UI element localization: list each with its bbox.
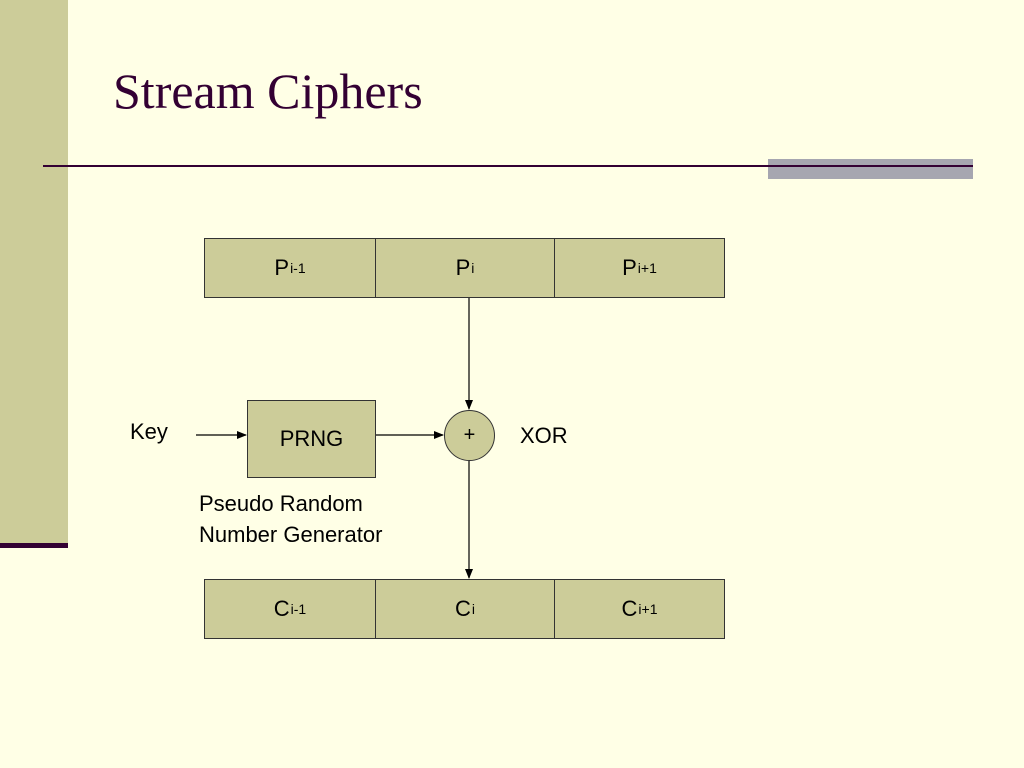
block-subscript: i+1 [638, 601, 658, 617]
block-label: C [273, 596, 290, 621]
title-rule-accent [768, 159, 973, 179]
prng-box: PRNG [247, 400, 376, 478]
block-label: P [622, 255, 637, 280]
block-label: C [621, 596, 638, 621]
prng-label: PRNG [279, 426, 344, 451]
block-subscript: i-1 [290, 260, 306, 276]
prng-description-line: Pseudo Random [199, 491, 363, 516]
left-accent-bar-foot [0, 543, 68, 548]
block-subscript: i-1 [290, 601, 307, 617]
block-subscript: i [471, 601, 475, 617]
slide-title: Stream Ciphers [113, 63, 423, 119]
title-rule-accent-line [768, 165, 973, 167]
block-subscript: i [471, 260, 475, 276]
key-label: Key [130, 419, 168, 444]
xor-symbol: + [463, 424, 476, 446]
xor-label: XOR [520, 423, 568, 448]
title-rule [43, 165, 973, 167]
prng-description-line: Number Generator [199, 522, 383, 547]
block-subscript: i+1 [637, 260, 657, 276]
block-label: C [454, 596, 471, 621]
block-label: P [274, 255, 290, 280]
xor-node: + [444, 410, 495, 461]
block-label: P [455, 255, 471, 280]
left-accent-bar [0, 0, 68, 545]
prng-description: Pseudo Random Number Generator [199, 488, 382, 550]
